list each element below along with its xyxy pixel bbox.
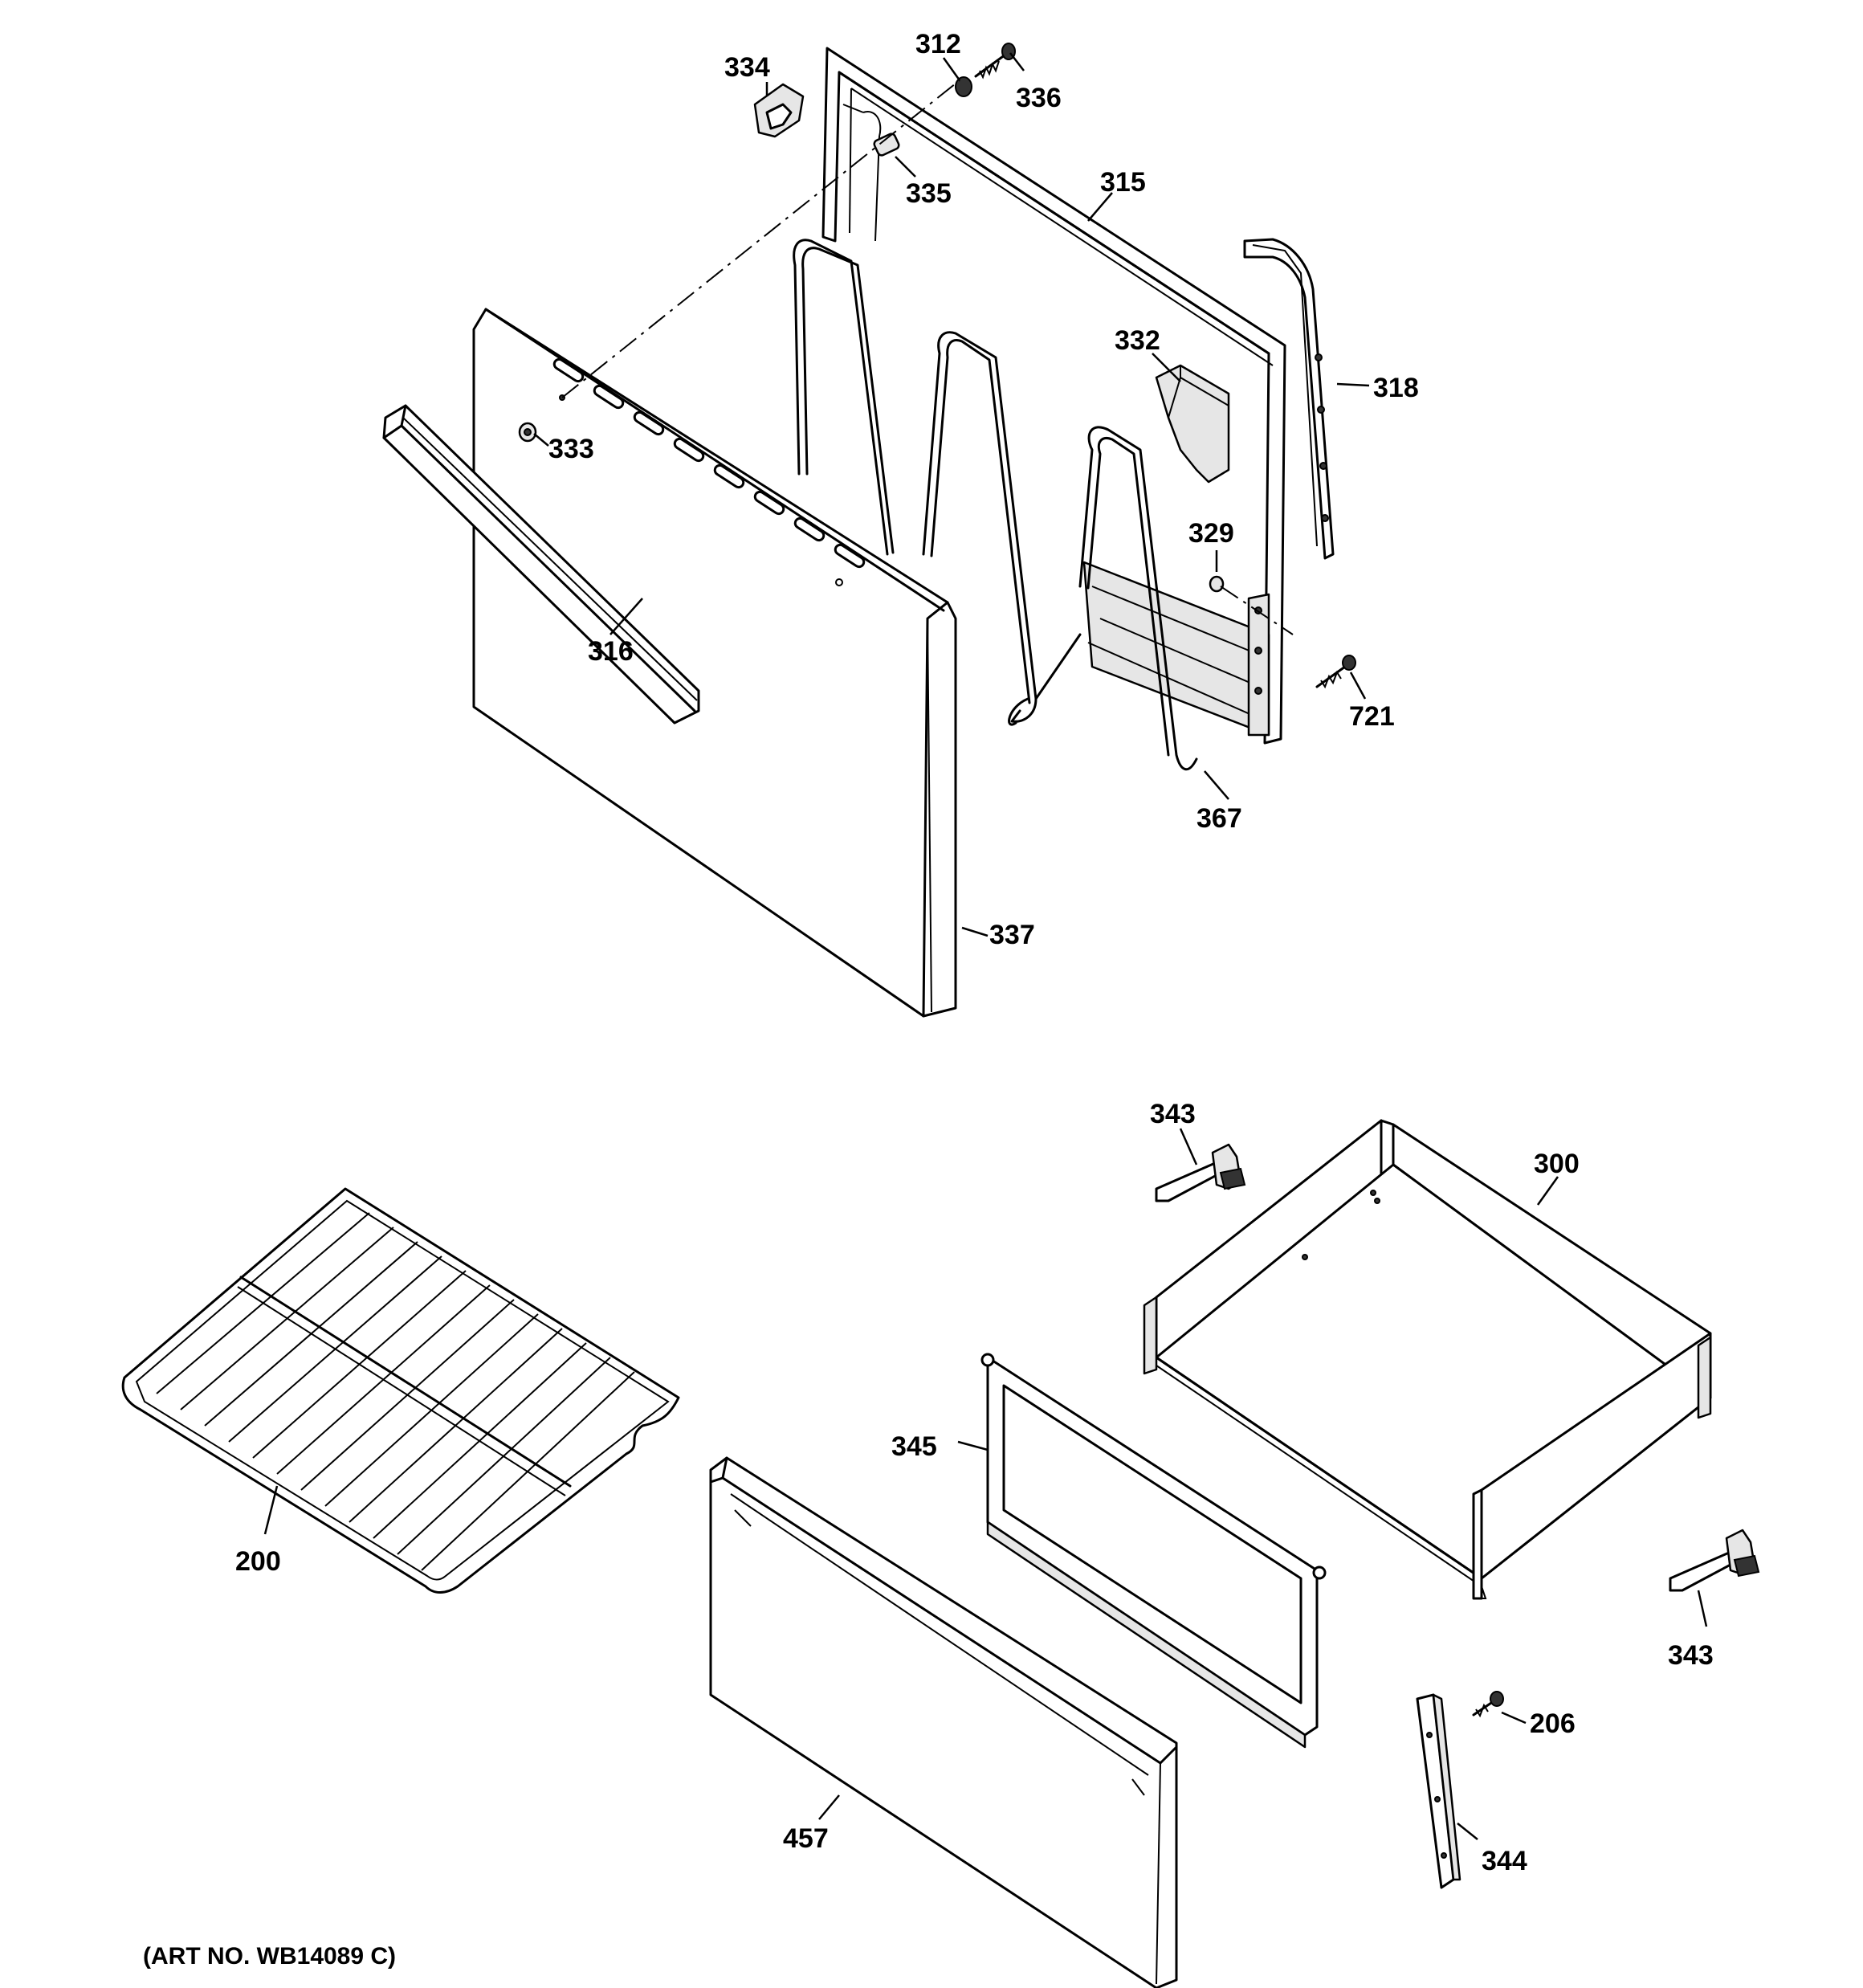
screw-206 <box>1472 1691 1504 1718</box>
label-316: 316 <box>588 636 634 667</box>
label-721: 721 <box>1349 701 1395 732</box>
label-343-top: 343 <box>1150 1099 1196 1129</box>
part-labels: 312 336 334 335 315 318 332 333 329 316 … <box>143 29 1714 1970</box>
art-number: (ART NO. WB14089 C) <box>143 1943 396 1970</box>
door-vent-slots <box>552 357 866 569</box>
label-345: 345 <box>891 1431 937 1462</box>
label-343-right: 343 <box>1668 1640 1714 1671</box>
insulation-block-332 <box>1155 364 1230 484</box>
drawer-glide-343-right <box>1669 1529 1760 1592</box>
leader-lines <box>263 52 1708 1840</box>
label-318: 318 <box>1373 373 1419 403</box>
label-329: 329 <box>1188 518 1234 549</box>
label-367: 367 <box>1196 803 1242 834</box>
label-315: 315 <box>1100 167 1146 198</box>
rack-wires <box>156 1212 635 1571</box>
oven-rack-200 <box>121 1187 680 1594</box>
label-334: 334 <box>724 52 770 83</box>
wire-hangers-367 <box>793 239 1198 770</box>
drawer-side-rail-344 <box>1416 1693 1461 1889</box>
drawer-body-300 <box>1143 1119 1712 1600</box>
alignment-centerline-right <box>1220 586 1294 635</box>
door-handle-316 <box>382 404 700 725</box>
door-gasket-318 <box>1243 238 1335 560</box>
label-335: 335 <box>906 178 952 209</box>
drawer-glide-343-top <box>1155 1143 1246 1202</box>
alignment-centerline <box>561 80 960 398</box>
label-457: 457 <box>783 1823 829 1854</box>
label-332: 332 <box>1115 325 1160 356</box>
drawer-front-panel-457 <box>709 1456 1178 1988</box>
label-300: 300 <box>1534 1149 1580 1179</box>
label-333: 333 <box>548 434 594 464</box>
label-206: 206 <box>1530 1708 1576 1739</box>
drawer-inner-panel-345 <box>980 1353 1327 1749</box>
label-200: 200 <box>235 1546 281 1577</box>
door-outer-panel-337 <box>472 308 957 1018</box>
label-337: 337 <box>989 920 1035 950</box>
label-312: 312 <box>915 29 961 59</box>
fasteners-top <box>518 43 1356 689</box>
label-336: 336 <box>1016 83 1062 113</box>
label-344: 344 <box>1482 1846 1527 1876</box>
